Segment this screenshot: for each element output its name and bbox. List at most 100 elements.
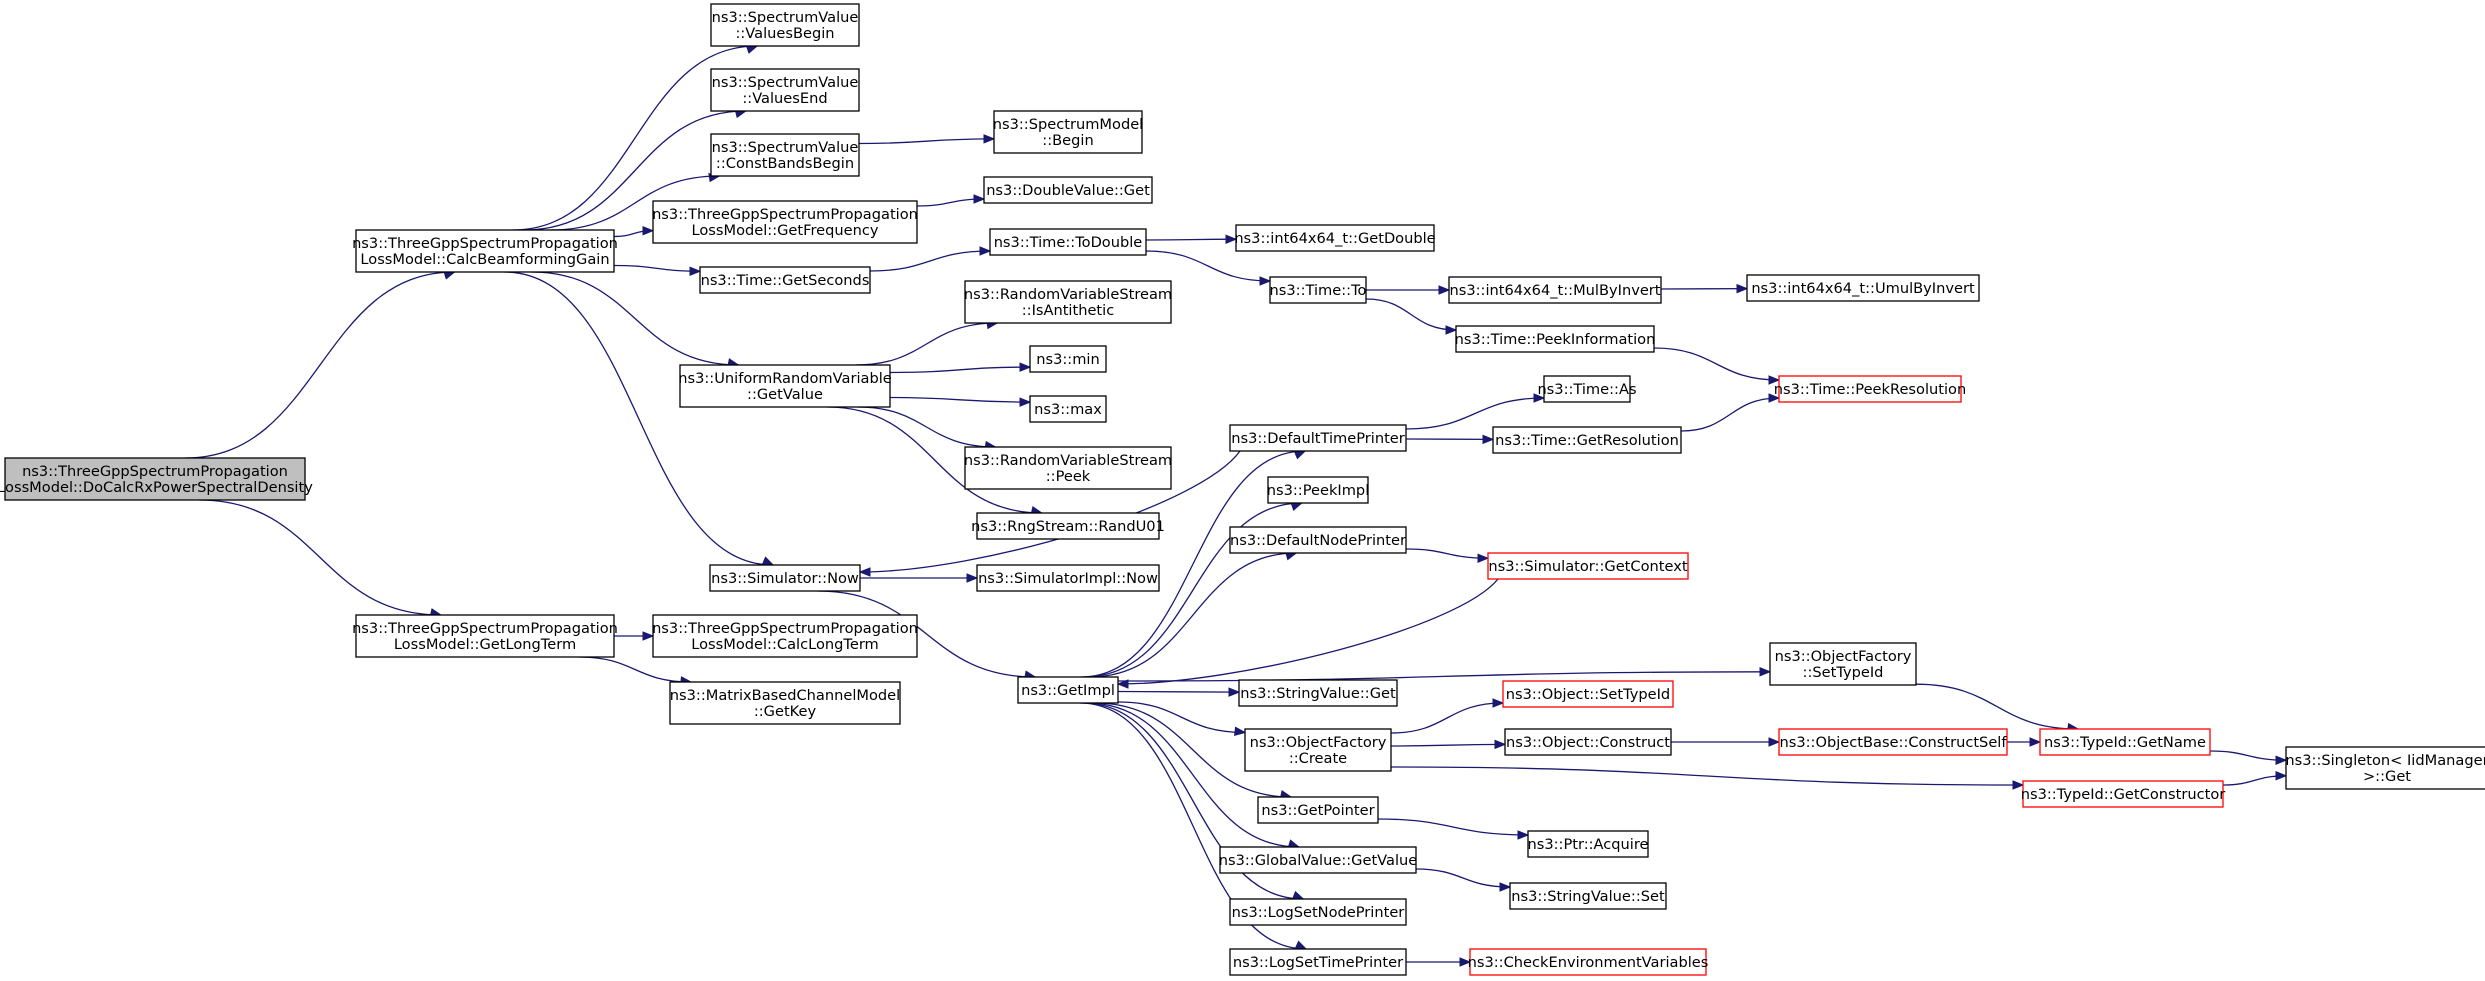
node-box-valuesBegin[interactable]	[710, 3, 860, 47]
node-stringSet[interactable]: ns3::StringValue::Set	[1509, 882, 1667, 910]
node-box-doubleGet[interactable]	[983, 176, 1153, 204]
node-box-calcLongTerm[interactable]	[652, 614, 918, 658]
node-box-toDouble[interactable]	[989, 228, 1147, 256]
node-doubleGet[interactable]: ns3::DoubleValue::Get	[983, 176, 1153, 204]
node-getPointer[interactable]: ns3::GetPointer	[1257, 796, 1379, 824]
node-box-min[interactable]	[1029, 345, 1107, 373]
node-box-constBandsBegin[interactable]	[710, 133, 860, 177]
node-constBandsBegin[interactable]: ns3::SpectrumValue::ConstBandsBegin	[710, 133, 860, 177]
node-box-checkEnv[interactable]	[1469, 948, 1707, 976]
node-box-timeAs[interactable]	[1543, 375, 1631, 403]
node-valuesEnd[interactable]: ns3::SpectrumValue::ValuesEnd	[710, 68, 860, 112]
node-typeIdGetName[interactable]: ns3::TypeId::GetName	[2039, 728, 2211, 756]
node-ofSetTypeId[interactable]: ns3::ObjectFactory::SetTypeId	[1769, 642, 1917, 686]
node-box-logSetTimePrinter[interactable]	[1229, 948, 1407, 976]
node-box-getSeconds[interactable]	[699, 266, 871, 294]
node-isAntithetic[interactable]: ns3::RandomVariableStream::IsAntithetic	[964, 280, 1172, 324]
node-mulByInvert[interactable]: ns3::int64x64_t::MulByInvert	[1448, 276, 1662, 304]
node-calcLongTerm[interactable]: ns3::ThreeGppSpectrumPropagationLossMode…	[652, 614, 918, 658]
node-box-typeIdGetName[interactable]	[2039, 728, 2211, 756]
node-box-ofCreate[interactable]	[1244, 728, 1392, 772]
node-timeTo[interactable]: ns3::Time::To	[1269, 276, 1367, 304]
node-toDouble[interactable]: ns3::Time::ToDouble	[989, 228, 1147, 256]
node-box-root[interactable]	[4, 457, 306, 501]
node-modelBegin[interactable]: ns3::SpectrumModel::Begin	[993, 110, 1144, 154]
node-box-valuesEnd[interactable]	[710, 68, 860, 112]
node-box-objConstruct[interactable]	[1504, 728, 1672, 756]
node-max[interactable]: ns3::max	[1029, 395, 1107, 423]
node-constructSelf[interactable]: ns3::ObjectBase::ConstructSelf	[1778, 728, 2008, 756]
node-simImplNow[interactable]: ns3::SimulatorImpl::Now	[976, 564, 1160, 592]
node-box-getKey[interactable]	[669, 681, 901, 725]
node-box-isAntithetic[interactable]	[964, 280, 1172, 324]
node-box-getLongTerm[interactable]	[355, 614, 615, 658]
node-box-getResolution[interactable]	[1492, 426, 1682, 454]
node-valuesBegin[interactable]: ns3::SpectrumValue::ValuesBegin	[710, 3, 860, 47]
node-box-getImpl[interactable]	[1017, 676, 1119, 704]
node-getDouble[interactable]: ns3::int64x64_t::GetDouble	[1234, 224, 1436, 252]
node-box-randU01[interactable]	[976, 512, 1160, 540]
node-box-getFrequency[interactable]	[652, 200, 918, 244]
node-box-singletonGet[interactable]	[2285, 746, 2485, 790]
node-randU01[interactable]: ns3::RngStream::RandU01	[971, 512, 1165, 540]
node-box-defaultTimePrinter[interactable]	[1229, 424, 1407, 452]
node-getKey[interactable]: ns3::MatrixBasedChannelModel::GetKey	[669, 681, 901, 725]
node-box-stringSet[interactable]	[1509, 882, 1667, 910]
node-defaultNodePrinter[interactable]: ns3::DefaultNodePrinter	[1229, 526, 1407, 554]
node-stringGet[interactable]: ns3::StringValue::Get	[1238, 679, 1398, 707]
node-box-globalGetValue[interactable]	[1219, 846, 1417, 874]
node-box-constructSelf[interactable]	[1778, 728, 2008, 756]
node-uniformGetValue[interactable]: ns3::UniformRandomVariable::GetValue	[678, 364, 892, 408]
node-getFrequency[interactable]: ns3::ThreeGppSpectrumPropagationLossMode…	[652, 200, 918, 244]
node-box-peekResolution[interactable]	[1778, 375, 1962, 403]
node-defaultTimePrinter[interactable]: ns3::DefaultTimePrinter	[1229, 424, 1407, 452]
node-box-mulByInvert[interactable]	[1448, 276, 1662, 304]
node-simNow[interactable]: ns3::Simulator::Now	[709, 564, 861, 592]
node-box-getConstructor[interactable]	[2022, 780, 2224, 808]
node-box-getDouble[interactable]	[1235, 224, 1435, 252]
node-box-stringGet[interactable]	[1238, 679, 1398, 707]
node-box-peekImpl[interactable]	[1267, 476, 1369, 504]
node-box-max[interactable]	[1029, 395, 1107, 423]
node-box-getPointer[interactable]	[1257, 796, 1379, 824]
node-box-uniformGetValue[interactable]	[679, 364, 891, 408]
node-logSetTimePrinter[interactable]: ns3::LogSetTimePrinter	[1229, 948, 1407, 976]
node-box-simNow[interactable]	[709, 564, 861, 592]
node-box-peek[interactable]	[964, 446, 1172, 490]
node-logSetNodePrinter[interactable]: ns3::LogSetNodePrinter	[1229, 898, 1407, 926]
node-box-logSetNodePrinter[interactable]	[1229, 898, 1407, 926]
node-globalGetValue[interactable]: ns3::GlobalValue::GetValue	[1219, 846, 1418, 874]
node-ptrAcquire[interactable]: ns3::Ptr::Acquire	[1527, 830, 1649, 858]
node-box-simImplNow[interactable]	[976, 564, 1160, 592]
node-checkEnv[interactable]: ns3::CheckEnvironmentVariables	[1468, 948, 1709, 976]
node-objSetTypeId[interactable]: ns3::Object::SetTypeId	[1502, 680, 1674, 708]
node-getContext[interactable]: ns3::Simulator::GetContext	[1487, 552, 1689, 580]
node-getSeconds[interactable]: ns3::Time::GetSeconds	[699, 266, 871, 294]
node-box-umulByInvert[interactable]	[1746, 274, 1980, 302]
node-box-ptrAcquire[interactable]	[1527, 830, 1649, 858]
node-getImpl[interactable]: ns3::GetImpl	[1017, 676, 1119, 704]
node-peekInformation[interactable]: ns3::Time::PeekInformation	[1455, 325, 1656, 353]
node-box-timeTo[interactable]	[1269, 276, 1367, 304]
node-min[interactable]: ns3::min	[1029, 345, 1107, 373]
node-root[interactable]: ns3::ThreeGppSpectrumPropagationLossMode…	[0, 457, 313, 501]
node-timeAs[interactable]: ns3::Time::As	[1537, 375, 1637, 403]
node-box-getContext[interactable]	[1487, 552, 1689, 580]
node-peek[interactable]: ns3::RandomVariableStream::Peek	[964, 446, 1172, 490]
node-box-peekInformation[interactable]	[1455, 325, 1655, 353]
node-calcBeam[interactable]: ns3::ThreeGppSpectrumPropagationLossMode…	[352, 229, 618, 273]
node-objConstruct[interactable]: ns3::Object::Construct	[1504, 728, 1672, 756]
node-peekResolution[interactable]: ns3::Time::PeekResolution	[1774, 375, 1966, 403]
node-box-modelBegin[interactable]	[993, 110, 1143, 154]
node-umulByInvert[interactable]: ns3::int64x64_t::UmulByInvert	[1746, 274, 1980, 302]
node-getLongTerm[interactable]: ns3::ThreeGppSpectrumPropagationLossMode…	[352, 614, 618, 658]
node-box-ofSetTypeId[interactable]	[1769, 642, 1917, 686]
node-getConstructor[interactable]: ns3::TypeId::GetConstructor	[2021, 780, 2226, 808]
node-getResolution[interactable]: ns3::Time::GetResolution	[1492, 426, 1682, 454]
node-peekImpl[interactable]: ns3::PeekImpl	[1267, 476, 1370, 504]
node-singletonGet[interactable]: ns3::Singleton< IidManager>::Get	[2285, 746, 2485, 790]
node-box-objSetTypeId[interactable]	[1502, 680, 1674, 708]
node-ofCreate[interactable]: ns3::ObjectFactory::Create	[1244, 728, 1392, 772]
node-box-defaultNodePrinter[interactable]	[1229, 526, 1407, 554]
node-box-calcBeam[interactable]	[355, 229, 615, 273]
